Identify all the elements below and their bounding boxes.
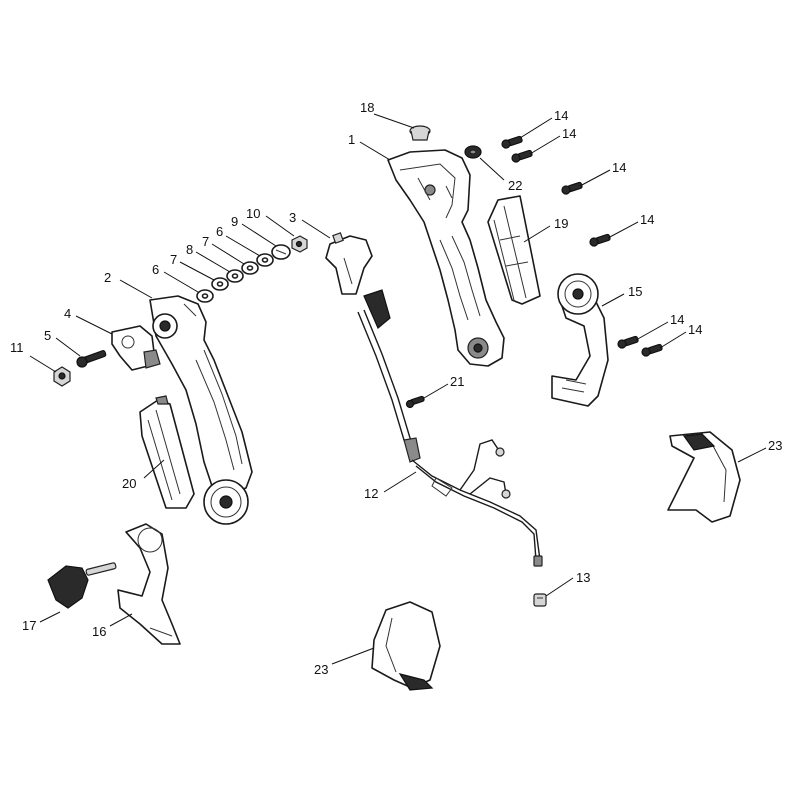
callout-20: 20	[122, 476, 136, 491]
part-20-side-cover	[139, 395, 195, 509]
part-16-clamp-bracket	[117, 523, 181, 645]
part-6-washer-a	[196, 289, 214, 303]
part-7-washer-b	[241, 261, 259, 275]
callout-13: 13	[576, 570, 590, 585]
part-2-gear-ring	[203, 479, 249, 525]
part-7-washer-a	[211, 277, 229, 291]
callout-1: 1	[348, 132, 355, 147]
part-23-guard-upper	[667, 431, 741, 523]
part-13-terminal	[533, 593, 547, 607]
callout-4: 4	[64, 306, 71, 321]
part-17-knob	[47, 562, 117, 609]
part-3-throttle-trigger	[325, 232, 373, 295]
part-18-plug	[409, 125, 431, 141]
callout-8: 8	[186, 242, 193, 257]
callout-6-a: 6	[152, 262, 159, 277]
callout-7-a: 7	[170, 252, 177, 267]
part-6-washer-b	[256, 253, 274, 267]
callout-11: 11	[10, 340, 24, 355]
callout-9: 9	[231, 214, 238, 229]
part-1-right-handle-housing	[387, 149, 505, 367]
callout-14-e: 14	[670, 312, 684, 327]
callout-14-a: 14	[554, 108, 568, 123]
callout-14-c: 14	[612, 160, 626, 175]
callout-14-b: 14	[562, 126, 576, 141]
part-14-screw-d	[589, 233, 611, 247]
callout-2: 2	[104, 270, 111, 285]
callout-labels: 1 2 3 4 5 6 7 8 7 6 9 10 11 12 13 14 14 …	[10, 100, 782, 677]
callout-10: 10	[246, 206, 260, 221]
callout-23-b: 23	[314, 662, 328, 677]
part-14-screw-c	[561, 181, 583, 195]
callout-21: 21	[450, 374, 464, 389]
callout-17: 17	[22, 618, 36, 633]
leader-lines	[29, 113, 767, 665]
part-23-guard-lower	[371, 601, 441, 691]
callout-15: 15	[628, 284, 642, 299]
part-21-screw	[405, 395, 425, 409]
part-14-screw-f	[641, 343, 663, 357]
callout-23-a: 23	[768, 438, 782, 453]
callout-22: 22	[508, 178, 522, 193]
part-22-grommet	[464, 145, 482, 159]
callout-6-b: 6	[216, 224, 223, 239]
part-19-cover-plate	[487, 195, 541, 305]
part-4-lever	[111, 325, 161, 371]
callout-7-b: 7	[202, 234, 209, 249]
part-14-screw-e	[617, 335, 639, 349]
part-2-left-handle-housing	[149, 295, 253, 495]
callout-14-d: 14	[640, 212, 654, 227]
callout-19: 19	[554, 216, 568, 231]
part-8-washer	[226, 269, 244, 283]
part-14-screw-b	[511, 149, 533, 163]
part-5-screw	[76, 350, 107, 368]
part-15-clamp-bracket	[551, 273, 609, 407]
callout-5: 5	[44, 328, 51, 343]
callout-16: 16	[92, 624, 106, 639]
callout-3: 3	[289, 210, 296, 225]
part-12-throttle-cable-assembly	[357, 289, 543, 567]
part-14-screw-a	[501, 135, 523, 149]
callout-12: 12	[364, 486, 378, 501]
part-9-spring-washer	[271, 244, 291, 260]
part-10-nut	[291, 235, 308, 253]
part-11-nut	[53, 366, 71, 387]
callout-14-f: 14	[688, 322, 702, 337]
callout-18: 18	[360, 100, 374, 115]
